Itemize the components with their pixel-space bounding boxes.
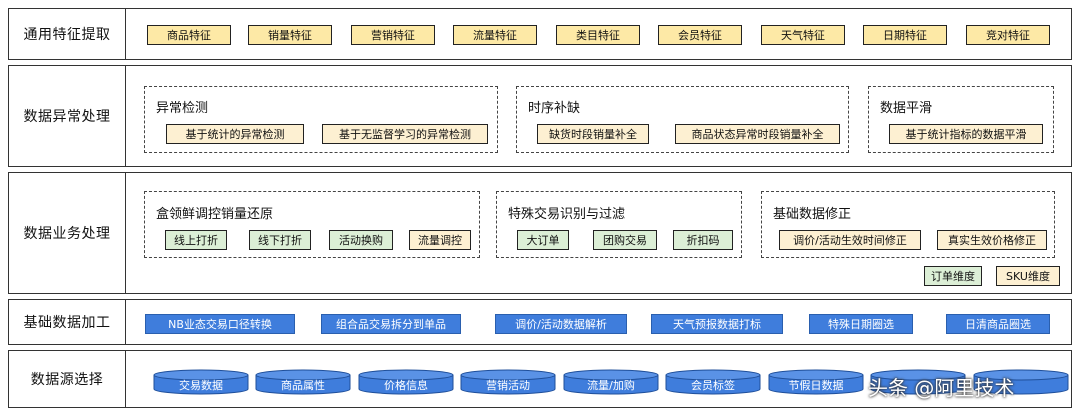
group-title: 时序补缺 — [528, 101, 581, 116]
row-data-source: 数据源选择 交易数据 商品属性 价格信息 营销活动 流量/加购 会员标签 节假日… — [8, 350, 1072, 408]
row-base-processing: 基础数据加工 NB业态交易口径转换 组合品交易拆分到单品 调价/活动数据解析 天… — [8, 299, 1072, 345]
legend-sku-dimension: SKU维度 — [996, 266, 1060, 286]
row-general-features: 通用特征提取 商品特征 销量特征 营销特征 流量特征 类目特征 会员特征 天气特… — [8, 8, 1072, 60]
method-chip: 大订单 — [517, 230, 569, 250]
feature-chip: 流量特征 — [453, 25, 537, 45]
method-chip: 活动换购 — [329, 230, 393, 250]
data-source-cylinder: 节假日数据 — [768, 369, 864, 395]
row-content: 异常检测 基于统计的异常检测 基于无监督学习的异常检测 时序补缺 缺货时段销量补… — [126, 66, 1071, 166]
row-label: 通用特征提取 — [9, 9, 126, 59]
row-content: 盒领鲜调控销量还原 线上打折 线下打折 活动换购 流量调控 特殊交易识别与过滤 … — [126, 173, 1071, 293]
database-icon — [973, 369, 1069, 395]
database-icon — [460, 369, 556, 395]
legend-order-dimension: 订单维度 — [924, 266, 982, 286]
method-chip: 基于统计指标的数据平滑 — [889, 124, 1043, 144]
processing-chip: 调价/活动数据解析 — [495, 314, 627, 334]
method-chip: 折扣码 — [673, 230, 733, 250]
cylinder-label: 会员标签 — [691, 379, 735, 392]
row-content: 商品特征 销量特征 营销特征 流量特征 类目特征 会员特征 天气特征 日期特征 … — [126, 9, 1071, 59]
row-content: 交易数据 商品属性 价格信息 营销活动 流量/加购 会员标签 节假日数据 — [126, 351, 1071, 407]
data-source-cylinder — [973, 369, 1069, 395]
group-special-trade-filter: 特殊交易识别与过滤 大订单 团购交易 折扣码 — [496, 191, 742, 258]
processing-chip: 组合品交易拆分到单品 — [321, 314, 461, 334]
row-business-processing: 数据业务处理 盒领鲜调控销量还原 线上打折 线下打折 活动换购 流量调控 特殊交… — [8, 172, 1072, 294]
database-icon — [153, 369, 249, 395]
cylinder-label: 营销活动 — [486, 379, 530, 392]
watermark: 头条 @阿里技术 — [868, 376, 1015, 400]
method-chip: 线下打折 — [249, 230, 311, 250]
group-sales-restore: 盒领鲜调控销量还原 线上打折 线下打折 活动换购 流量调控 — [144, 191, 480, 258]
processing-chip: NB业态交易口径转换 — [145, 314, 295, 334]
data-source-cylinder: 会员标签 — [665, 369, 761, 395]
group-timeseries-fill: 时序补缺 缺货时段销量补全 商品状态异常时段销量补全 — [516, 86, 849, 153]
method-chip: 基于无监督学习的异常检测 — [322, 124, 488, 144]
processing-chip: 特殊日期圈选 — [809, 314, 913, 334]
data-source-cylinder: 价格信息 — [358, 369, 454, 395]
group-title: 数据平滑 — [880, 101, 933, 116]
group-base-data-fix: 基础数据修正 调价/活动生效时间修正 真实生效价格修正 — [761, 191, 1055, 258]
feature-chip: 竞对特征 — [966, 25, 1050, 45]
group-anomaly-detection: 异常检测 基于统计的异常检测 基于无监督学习的异常检测 — [144, 86, 498, 153]
data-source-cylinder: 营销活动 — [460, 369, 556, 395]
group-title: 盒领鲜调控销量还原 — [156, 207, 274, 222]
method-chip: 线上打折 — [165, 230, 227, 250]
database-icon — [870, 369, 966, 395]
group-title: 特殊交易识别与过滤 — [508, 207, 626, 222]
row-label: 基础数据加工 — [9, 300, 126, 344]
feature-chip: 天气特征 — [761, 25, 845, 45]
database-icon — [255, 369, 351, 395]
cylinder-label: 价格信息 — [384, 379, 428, 392]
row-anomaly-processing: 数据异常处理 异常检测 基于统计的异常检测 基于无监督学习的异常检测 时序补缺 … — [8, 65, 1072, 167]
data-source-cylinder: 商品属性 — [255, 369, 351, 395]
row-label: 数据业务处理 — [9, 173, 126, 293]
feature-chip: 类目特征 — [556, 25, 640, 45]
database-icon — [665, 369, 761, 395]
data-source-cylinder: 交易数据 — [153, 369, 249, 395]
cylinder-label: 流量/加购 — [587, 379, 635, 392]
feature-chip: 商品特征 — [147, 25, 231, 45]
method-chip: 流量调控 — [409, 230, 471, 250]
database-icon — [563, 369, 659, 395]
row-label: 数据源选择 — [9, 351, 126, 407]
group-title: 异常检测 — [156, 101, 209, 116]
method-chip: 真实生效价格修正 — [937, 230, 1047, 250]
feature-chip: 销量特征 — [248, 25, 332, 45]
database-icon — [358, 369, 454, 395]
method-chip: 缺货时段销量补全 — [537, 124, 649, 144]
data-source-cylinder — [870, 369, 966, 395]
feature-chip: 营销特征 — [351, 25, 435, 45]
processing-chip: 天气预报数据打标 — [651, 314, 783, 334]
row-content: NB业态交易口径转换 组合品交易拆分到单品 调价/活动数据解析 天气预报数据打标… — [126, 300, 1071, 344]
row-label: 数据异常处理 — [9, 66, 126, 166]
cylinder-label: 商品属性 — [281, 379, 325, 392]
group-title: 基础数据修正 — [773, 207, 852, 222]
feature-chip: 会员特征 — [658, 25, 742, 45]
processing-chip: 日清商品圈选 — [946, 314, 1050, 334]
cylinder-label: 交易数据 — [179, 379, 223, 392]
cylinder-label: 节假日数据 — [788, 379, 844, 392]
feature-chip: 日期特征 — [863, 25, 947, 45]
database-icon — [768, 369, 864, 395]
method-chip: 团购交易 — [593, 230, 657, 250]
group-data-smoothing: 数据平滑 基于统计指标的数据平滑 — [868, 86, 1054, 153]
method-chip: 商品状态异常时段销量补全 — [675, 124, 840, 144]
method-chip: 基于统计的异常检测 — [166, 124, 304, 144]
method-chip: 调价/活动生效时间修正 — [779, 230, 921, 250]
data-source-cylinder: 流量/加购 — [563, 369, 659, 395]
